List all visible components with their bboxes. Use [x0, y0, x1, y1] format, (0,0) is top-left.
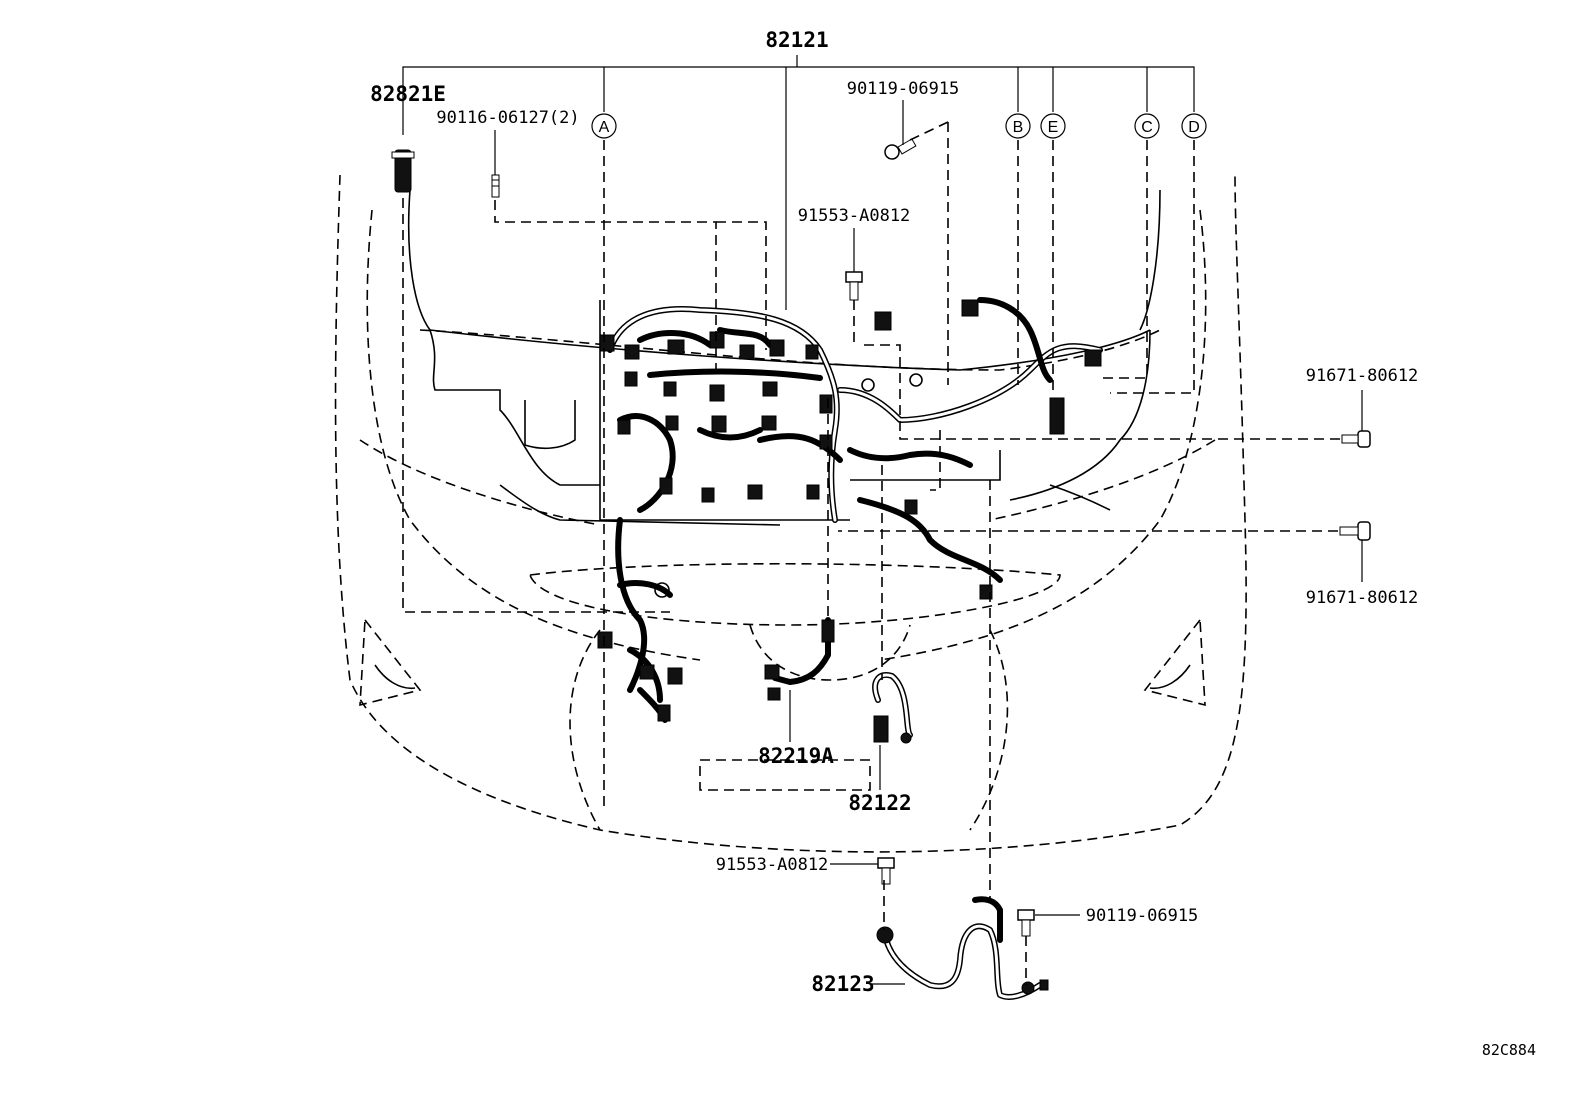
callout-circles: A B E C D — [591, 113, 1207, 139]
label-right-lower-bolt[interactable]: 91671-80612 — [1306, 588, 1419, 608]
lower-harness-82123[interactable] — [876, 896, 1049, 1000]
callout-b: B — [1005, 113, 1031, 139]
label-clamp-bolt[interactable]: 90116-06127(2) — [436, 108, 579, 128]
callout-c: C — [1134, 113, 1160, 139]
callout-a-label: A — [599, 119, 610, 136]
label-lower-right-bolt[interactable]: 90119-06915 — [1086, 906, 1199, 926]
callout-d: D — [1181, 113, 1207, 139]
label-sub-harness[interactable]: 82219A — [758, 744, 834, 768]
callout-b-label: B — [1013, 119, 1024, 136]
callout-c-label: C — [1141, 119, 1153, 136]
callout-d-label: D — [1188, 119, 1200, 136]
right-lower-bolt-icon[interactable] — [1339, 521, 1371, 541]
reference-lines — [402, 121, 1340, 985]
callout-a: A — [591, 113, 617, 139]
label-top-bolt[interactable]: 90119-06915 — [847, 79, 960, 99]
label-relay-block[interactable]: 82821E — [370, 82, 446, 106]
diagram-code: 82C884 — [1482, 1041, 1536, 1059]
leader-lines — [402, 55, 1363, 985]
callout-e-label: E — [1048, 119, 1059, 136]
sub-harness-82219a[interactable] — [764, 617, 835, 701]
lower-bolt-icon[interactable] — [877, 857, 895, 885]
label-ground-wire[interactable]: 82122 — [848, 791, 911, 815]
main-harness-82121[interactable] — [597, 297, 1103, 723]
ground-wire-82122[interactable] — [872, 672, 913, 744]
right-upper-bolt-icon[interactable] — [1341, 430, 1371, 448]
fasteners — [391, 138, 1371, 937]
label-harness-bolt[interactable]: 91553-A0812 — [798, 206, 911, 226]
label-lower-harness[interactable]: 82123 — [811, 972, 874, 996]
vehicle-body-outline — [334, 174, 1247, 853]
clamp-bolt-icon[interactable] — [491, 174, 500, 198]
callout-e: E — [1040, 113, 1066, 139]
harness-bolt-icon[interactable] — [845, 271, 863, 301]
label-main-harness[interactable]: 82121 — [765, 28, 828, 52]
label-lower-bolt[interactable]: 91553-A0812 — [716, 855, 829, 875]
label-right-upper-bolt[interactable]: 91671-80612 — [1306, 366, 1419, 386]
upper-bolt-icon[interactable] — [884, 138, 917, 160]
relay-clip-icon[interactable] — [391, 149, 415, 193]
lower-right-bolt-icon[interactable] — [1017, 909, 1035, 937]
part-labels: 82121 82821E 90116-06127(2) 90119-06915 … — [370, 28, 1536, 1059]
